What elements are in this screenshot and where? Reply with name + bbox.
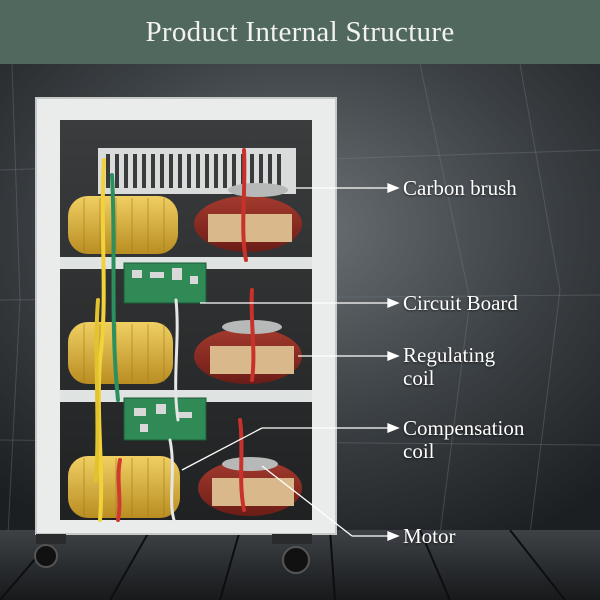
callout-carbon-brush: Carbon brush (403, 177, 517, 200)
callout-compensation-coil: Compensation coil (403, 417, 524, 463)
callout-motor: Motor (403, 525, 456, 548)
lower-shelf (60, 390, 312, 402)
red-regulating-coils (194, 183, 302, 516)
callout-leaders (181, 183, 400, 541)
header-banner: Product Internal Structure (0, 0, 600, 64)
callout-circuit-board-label: Circuit Board (403, 291, 518, 315)
callout-compensation-coil-line2: coil (403, 439, 435, 463)
callout-compensation-coil-line1: Compensation (403, 416, 525, 440)
callout-regulating-coil: Regulating coil (403, 344, 495, 390)
callout-regulating-coil-line1: Regulating (403, 343, 496, 367)
yellow-transformers (68, 196, 180, 518)
floor-planks (0, 529, 566, 600)
circuit-boards (123, 262, 207, 441)
callout-regulating-coil-line2: coil (403, 366, 435, 390)
callout-circuit-board: Circuit Board (403, 292, 518, 315)
callout-carbon-brush-label: Carbon brush (403, 176, 517, 200)
wiring (94, 148, 256, 522)
page-title: Product Internal Structure (145, 15, 455, 48)
cabinet-wheels (34, 534, 312, 574)
callout-motor-label: Motor (403, 524, 456, 548)
